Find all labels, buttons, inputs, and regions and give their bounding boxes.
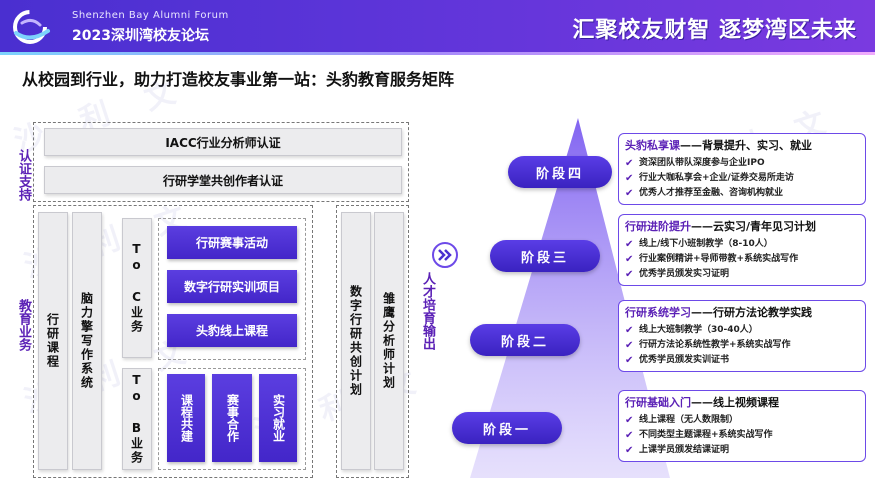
double-chevron-right-icon [432,242,458,268]
list-item: ✔线上课程（无人数限制） [625,415,739,426]
pyramid-shape [470,118,670,478]
toc-items-region [158,218,306,360]
edu-business-region [33,205,313,478]
col-research-courses: 行研课程 [38,212,68,470]
forum-name-chinese: 2023深圳湾校友论坛 [72,28,209,44]
slogan: 汇聚校友财智 逐梦湾区未来 [572,18,857,43]
check-icon: ✔ [625,254,634,265]
check-icon: ✔ [625,415,634,426]
list-item: ✔不同类型主题课程+系统实战写作 [625,430,773,441]
toc-item-online-course: 头豹线上课程 [167,314,297,347]
check-icon: ✔ [625,269,634,280]
stage-heading: 头豹私享课——背景提升、实习、就业 [625,139,812,152]
check-icon: ✔ [625,325,634,336]
check-icon: ✔ [625,445,634,456]
list-item: ✔线上大班制教学（30-40人） [625,325,758,336]
stage-box-3: 行研进阶提升——云实习/青年见习计划 ✔线上/线下小班制教学（8-10人） ✔行… [618,214,866,286]
list-item: ✔行业大咖私享会+企业/证券交易所走访 [625,173,794,184]
tob-item-course-cobuild: 课程共建 [167,374,205,462]
stage-box-1: 行研基础入门——线上视频课程 ✔线上课程（无人数限制） ✔不同类型主题课程+系统… [618,390,866,462]
check-icon: ✔ [625,239,634,250]
edu-business-label: 教育业务 [16,299,31,351]
list-item: ✔优秀学员颁发实习证明 [625,269,730,280]
cert-support-region [33,122,409,202]
list-item: ✔上课学员颁发结课证明 [625,445,730,456]
list-item: ✔优秀人才推荐至金融、咨询机构就业 [625,188,784,199]
tob-business-label: To B业务 [122,368,152,470]
stage-heading: 行研基础入门——线上视频课程 [625,396,779,409]
forum-name-english: Shenzhen Bay Alumni Forum [72,10,229,21]
page-title: 从校园到行业，助力打造校友事业第一站：头豹教育服务矩阵 [22,70,455,89]
tob-items-region [158,368,306,470]
stage-box-4: 头豹私享课——背景提升、实习、就业 ✔资深团队带队深度参与企业IPO ✔行业大咖… [618,133,866,205]
header-banner: Shenzhen Bay Alumni Forum 2023深圳湾校友论坛 汇聚… [0,0,875,55]
cert-support-label: 认证支持 [16,149,31,201]
list-item: ✔优秀学员颁发实训证书 [625,355,730,366]
check-icon: ✔ [625,340,634,351]
check-icon: ✔ [625,158,634,169]
list-item: ✔行业案例精讲+导师带教+系统实战写作 [625,254,799,265]
check-icon: ✔ [625,430,634,441]
stage-pill-4: 阶段四 [508,156,612,188]
col-eagle-program: 雏鹰分析师计划 [374,212,404,470]
stage-heading: 行研进阶提升——云实习/青年见习计划 [625,220,817,233]
stage-pill-2: 阶段二 [470,324,580,356]
toc-item-training: 数字行研实训项目 [167,270,297,303]
cert-bar-creator: 行研学堂共创作者认证 [44,166,402,194]
toc-business-label: To C业务 [122,218,152,358]
stage-pill-3: 阶段三 [490,240,600,272]
program-region [336,205,409,478]
stage-pill-1: 阶段一 [452,412,562,444]
list-item: ✔线上/线下小班制教学（8-10人） [625,239,773,250]
stage-heading: 行研系统学习——行研方法论教学实践 [625,306,812,319]
list-item: ✔行研方法论系统性教学+系统实战写作 [625,340,791,351]
tob-item-internship: 实习就业 [259,374,297,462]
toc-item-competition: 行研赛事活动 [167,226,297,259]
swirl-logo-icon [13,10,50,44]
check-icon: ✔ [625,173,634,184]
tob-item-competition-coop: 赛事合作 [212,374,252,462]
talent-output-label: 人才培育输出 [420,272,435,350]
check-icon: ✔ [625,188,634,199]
cert-bar-iacc: IACC行业分析师认证 [44,128,402,156]
list-item: ✔资深团队带队深度参与企业IPO [625,158,765,169]
stage-box-2: 行研系统学习——行研方法论教学实践 ✔线上大班制教学（30-40人） ✔行研方法… [618,300,866,372]
col-digital-program: 数字行研共创计划 [341,212,371,470]
check-icon: ✔ [625,355,634,366]
col-writing-system: 脑力擎写作系统 [72,212,102,470]
